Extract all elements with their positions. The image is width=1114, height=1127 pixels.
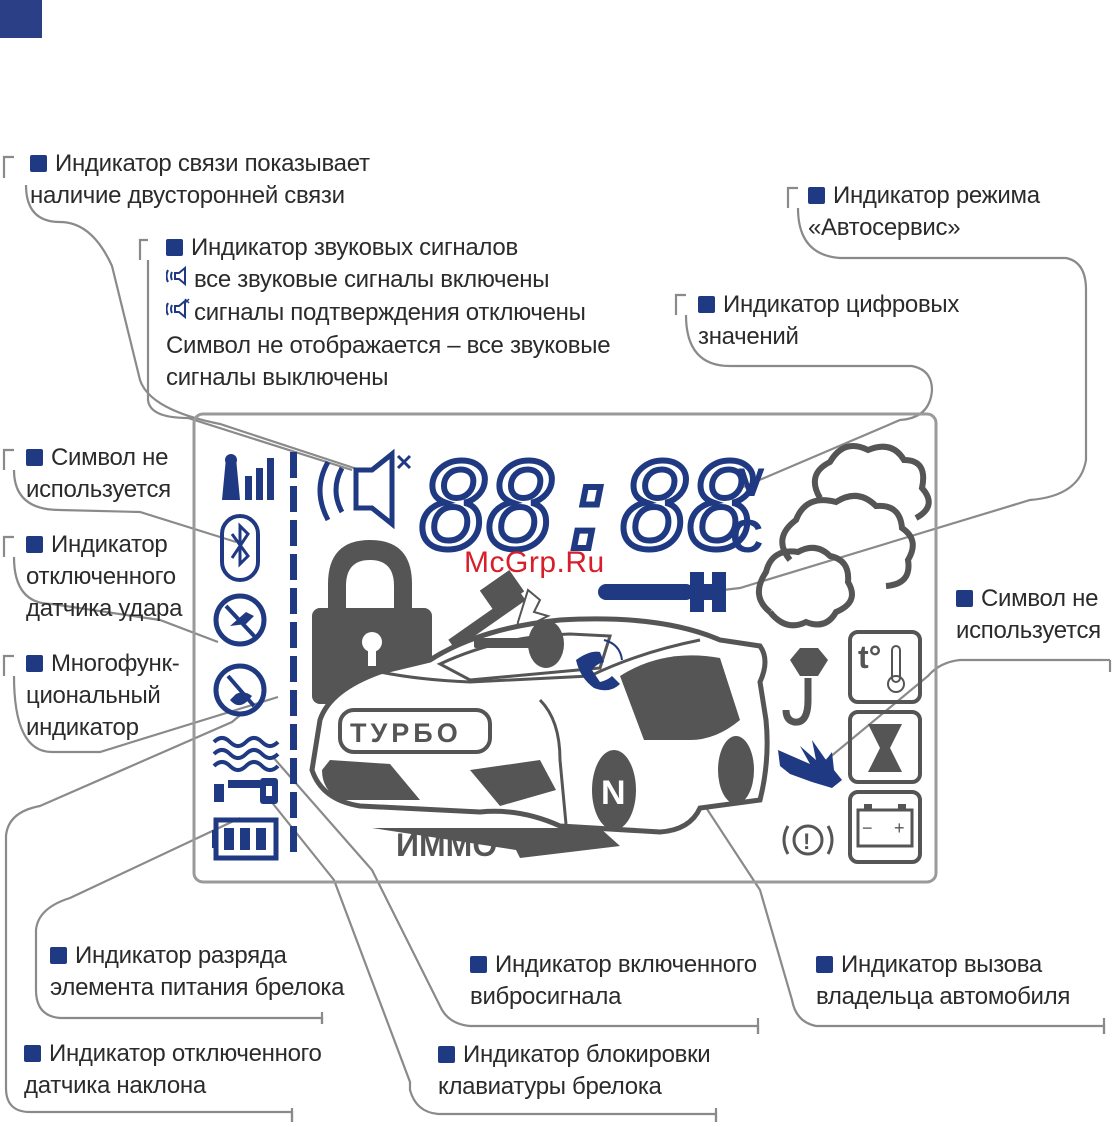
- dashed-bar: [290, 452, 297, 852]
- label-shock-off: Индикатор отключенного датчика удара: [26, 531, 183, 622]
- bullet-icon: [26, 536, 43, 553]
- watermark: McGrp.Ru: [464, 546, 605, 579]
- signal-icon: [222, 454, 274, 500]
- unit-c: C: [730, 510, 763, 562]
- bullet-icon: [956, 590, 973, 607]
- immo-label: ИММО: [396, 827, 497, 863]
- bullet-icon: [50, 947, 67, 964]
- label-autoservice-indicator: Индикатор режима «Автосервис»: [808, 182, 1040, 241]
- bullet-icon: [24, 1045, 41, 1062]
- shock-off-icon: [213, 593, 267, 647]
- label-unused-right: Символ не используется: [956, 585, 1101, 644]
- bullet-icon: [816, 956, 833, 973]
- battery-minus: −: [862, 818, 873, 838]
- label-keylock: Индикатор блокировки клавиатуры брелока: [438, 1041, 711, 1100]
- callout-lines: [2, 155, 1112, 1122]
- car-icon: ТУРБО N ИММО: [309, 616, 770, 863]
- phone-icon: [576, 639, 623, 691]
- bullet-icon: [438, 1046, 455, 1063]
- thermo-label: t°: [858, 639, 881, 675]
- bullet-icon: [808, 187, 825, 204]
- label-call-owner: Индикатор вызова владельца автомобиля: [816, 951, 1071, 1010]
- bullet-icon: [166, 239, 183, 256]
- thermometer-icon: t°: [848, 630, 922, 704]
- turbo-badge: ТУРБО: [350, 718, 462, 748]
- speaker-icon: [317, 448, 412, 530]
- bullet-icon: [698, 296, 715, 313]
- battery-plus: +: [894, 818, 905, 838]
- label-vibro: Индикатор включенного вибросигнала: [470, 951, 757, 1010]
- multi-indicator-icon: [213, 663, 267, 717]
- speaker-confirm-off-icon: [165, 297, 194, 330]
- label-tilt-off: Индикатор отключенного датчика наклона: [24, 1040, 322, 1099]
- key-icon: [474, 620, 564, 668]
- battery-fob-icon: [212, 817, 279, 861]
- warn-mark: !: [803, 829, 810, 854]
- keylock-icon: [214, 778, 278, 804]
- brake-warning-icon: !: [782, 824, 834, 856]
- bullet-icon: [26, 655, 43, 672]
- label-digital-indicator: Индикатор цифровых значений: [698, 291, 960, 350]
- label-unused-left: Символ не используется: [26, 444, 171, 503]
- digit-display: 88:88 V C: [417, 435, 765, 579]
- wrench-icon: [598, 572, 726, 612]
- bullet-icon: [30, 155, 47, 172]
- speaker-on-icon: [165, 264, 194, 297]
- car-battery-icon: − +: [848, 790, 922, 864]
- lcd-frame: [192, 412, 938, 884]
- vibro-icon: [212, 736, 280, 772]
- hand-icon: [778, 740, 842, 788]
- digit-readout: 88:88: [420, 438, 755, 576]
- crane-hook-icon: [782, 648, 828, 726]
- label-sound-indicator: Индикатор звуковых сигналов все звуковые…: [165, 234, 611, 392]
- corner-square: [0, 0, 42, 38]
- bullet-icon: [470, 956, 487, 973]
- bluetooth-icon: [220, 514, 260, 582]
- label-link-indicator: Индикатор связи показывает наличие двуст…: [30, 150, 370, 209]
- unit-v: V: [738, 461, 765, 505]
- hourglass-icon: [848, 710, 922, 784]
- bullet-icon: [26, 449, 43, 466]
- label-multi-indicator: Многофунк- циональный индикатор: [26, 650, 180, 741]
- gear-letter: N: [601, 774, 626, 812]
- smoke-icon: [756, 443, 932, 629]
- label-battery-low: Индикатор разряда элемента питания брело…: [50, 942, 345, 1001]
